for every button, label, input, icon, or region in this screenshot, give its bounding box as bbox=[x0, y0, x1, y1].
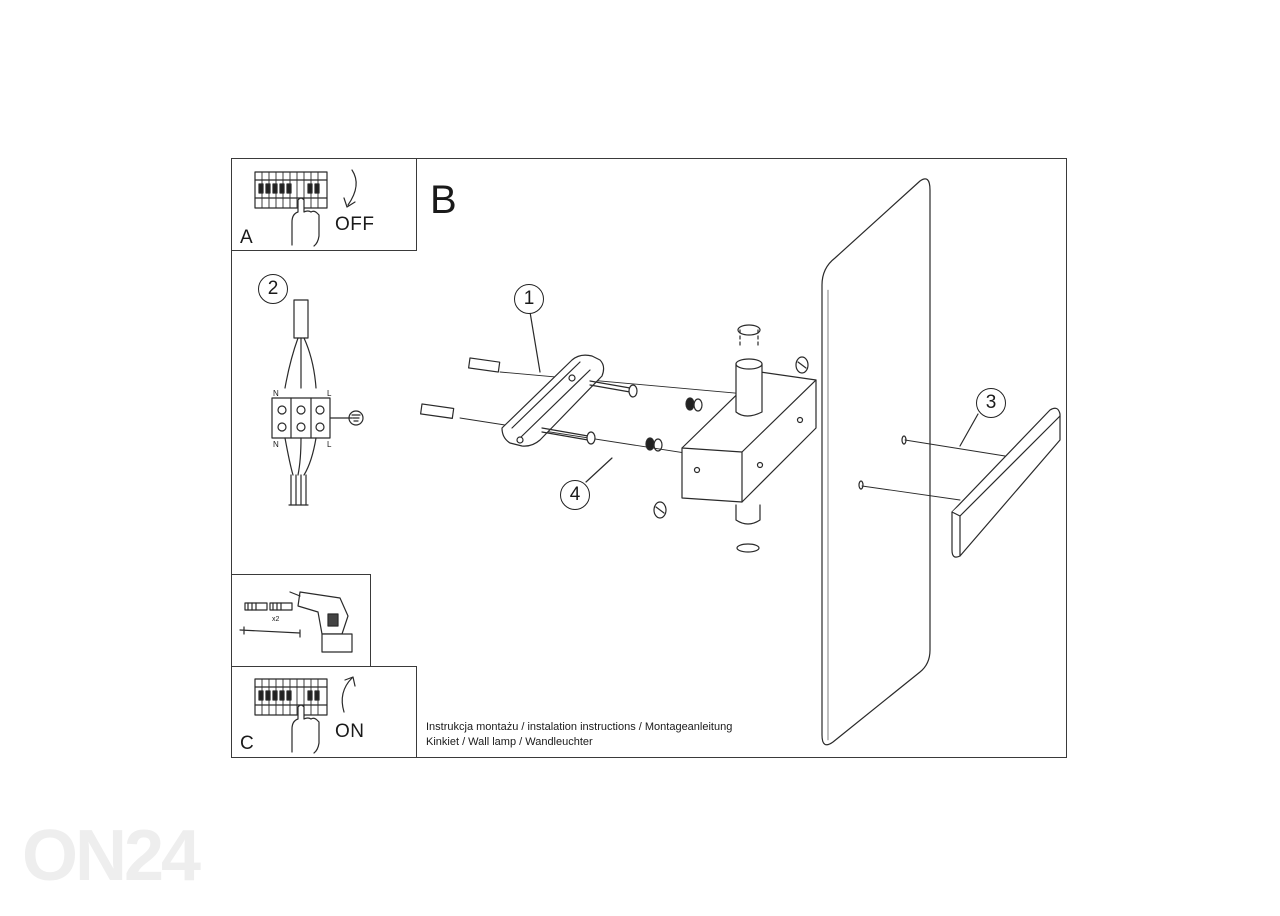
drill-icon bbox=[289, 591, 353, 653]
callout-1: 1 bbox=[514, 284, 544, 314]
neutral-label-bottom: N bbox=[273, 440, 279, 449]
panel-c-letter: C bbox=[240, 733, 254, 754]
live-label-bottom: L bbox=[327, 440, 332, 449]
panel-a-letter: A bbox=[240, 227, 253, 248]
caption-line-2: Kinkiet / Wall lamp / Wandleuchter bbox=[426, 736, 593, 748]
hand-icon bbox=[291, 197, 320, 247]
live-label-top: L bbox=[327, 389, 332, 398]
callout-4: 4 bbox=[560, 480, 590, 510]
caption-line-1: Instrukcja montażu / instalation instruc… bbox=[426, 721, 733, 733]
diffuser-panel bbox=[951, 407, 1061, 558]
long-screw bbox=[541, 380, 638, 445]
off-label: OFF bbox=[335, 214, 375, 235]
wall-hole bbox=[858, 435, 907, 490]
wall-plate bbox=[821, 178, 931, 746]
wiring-diagram bbox=[271, 299, 364, 506]
callout-3: 3 bbox=[976, 388, 1006, 418]
washer bbox=[645, 397, 703, 452]
wall-plug-icon bbox=[244, 602, 293, 611]
quantity-label: x2 bbox=[272, 616, 280, 623]
mounting-bracket bbox=[501, 354, 605, 447]
instruction-sheet-frame bbox=[231, 158, 1067, 758]
on-arrow-icon bbox=[341, 676, 356, 713]
off-arrow-icon bbox=[343, 169, 357, 208]
light-cylinder bbox=[735, 324, 763, 553]
panel-b-letter: B bbox=[430, 178, 457, 222]
screw-icon bbox=[239, 626, 301, 638]
on-label: ON bbox=[335, 721, 365, 742]
neutral-label-top: N bbox=[273, 389, 279, 398]
watermark-logo: ON24 bbox=[22, 816, 201, 896]
callout-leader bbox=[529, 311, 979, 483]
breaker-box-icon bbox=[254, 171, 328, 209]
screw-head bbox=[653, 356, 809, 519]
hand-icon bbox=[291, 704, 320, 754]
breaker-box-icon bbox=[254, 678, 328, 716]
caption: Instrukcja montażu / instalation instruc… bbox=[426, 720, 732, 750]
callout-2: 2 bbox=[258, 274, 288, 304]
wall-plug bbox=[420, 357, 501, 419]
